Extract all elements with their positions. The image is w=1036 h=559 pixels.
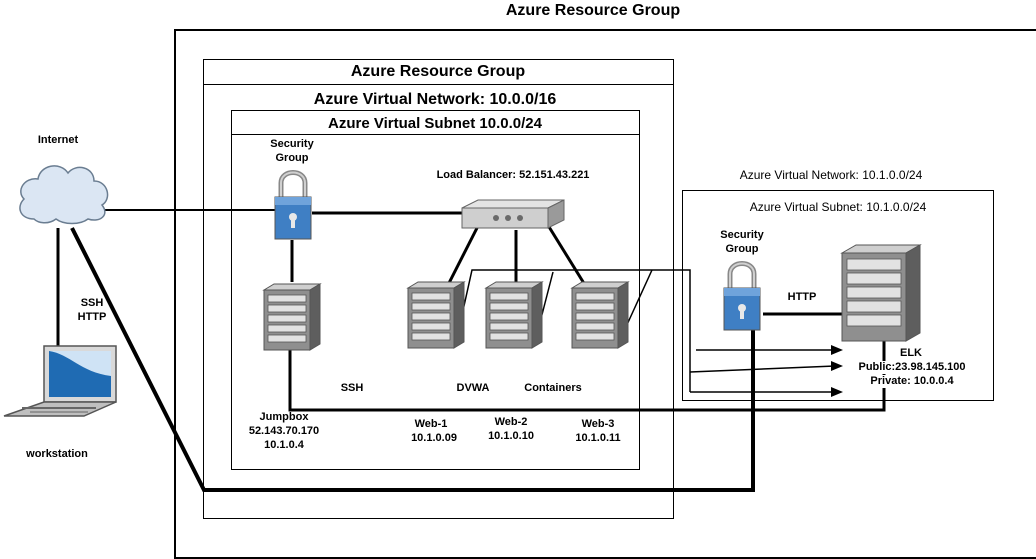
jumpbox-ip-private: 10.1.0.4 [264, 439, 304, 451]
load-balancer-label: Load Balancer: 52.151.43.221 [436, 169, 590, 181]
server-icon [840, 244, 922, 342]
web2-ip: 10.1.0.10 [488, 430, 534, 442]
inner-resource-group-title: Azure Resource Group [350, 63, 526, 80]
vnet2-box [682, 190, 994, 401]
web1-name: Web-1 [414, 418, 448, 430]
workstation-label: workstation [26, 448, 88, 460]
vnet-title: Azure Virtual Network: 10.0.0/16 [313, 91, 557, 108]
cloud-icon [19, 165, 109, 225]
vnet2-title: Azure Virtual Network: 10.1.0.0/24 [739, 168, 923, 182]
server-icon [262, 283, 322, 351]
security-group-1-label-line2: Group [275, 152, 309, 164]
http-link-label: HTTP [77, 311, 107, 323]
security-group-2-label-line2: Group [725, 243, 759, 255]
ssh-link-label: SSH [80, 297, 104, 309]
lock-icon [274, 170, 312, 240]
elk-private-ip: Private: 10.0.0.4 [870, 375, 954, 388]
subnet-header-line [231, 134, 640, 135]
subnet2-title: Azure Virtual Subnet: 10.1.0.0/24 [749, 200, 927, 214]
server-icon [484, 281, 544, 349]
containers-label: Containers [524, 382, 582, 394]
load-balancer-icon [461, 199, 565, 229]
web2-name: Web-2 [494, 416, 528, 428]
security-group-1-label-line1: Security [270, 138, 314, 150]
subnet-title: Azure Virtual Subnet 10.0.0/24 [328, 115, 542, 132]
laptop-icon [3, 345, 117, 417]
subnet-box [231, 110, 640, 470]
security-group-2-label-line1: Security [720, 229, 764, 241]
internet-label: Internet [37, 134, 79, 146]
outer-resource-group-title: Azure Resource Group [505, 2, 681, 19]
web3-name: Web-3 [581, 418, 615, 430]
elk-name: ELK [900, 347, 922, 359]
web1-ip: 10.1.0.09 [411, 432, 457, 444]
elk-public-ip: Public:23.98.145.100 [858, 361, 966, 374]
server-icon [570, 281, 630, 349]
server-icon [406, 281, 466, 349]
http-elk-label: HTTP [787, 291, 817, 303]
dvwa-label: DVWA [456, 382, 490, 394]
inner-resource-group-box [203, 59, 674, 519]
jumpbox-name: Jumpbox [259, 411, 309, 423]
inner-resource-group-header-line [203, 84, 674, 85]
web3-ip: 10.1.0.11 [575, 432, 621, 444]
lock-icon [723, 261, 761, 331]
jumpbox-ip-public: 52.143.70.170 [248, 425, 320, 437]
ssh-bus-label: SSH [340, 382, 364, 394]
